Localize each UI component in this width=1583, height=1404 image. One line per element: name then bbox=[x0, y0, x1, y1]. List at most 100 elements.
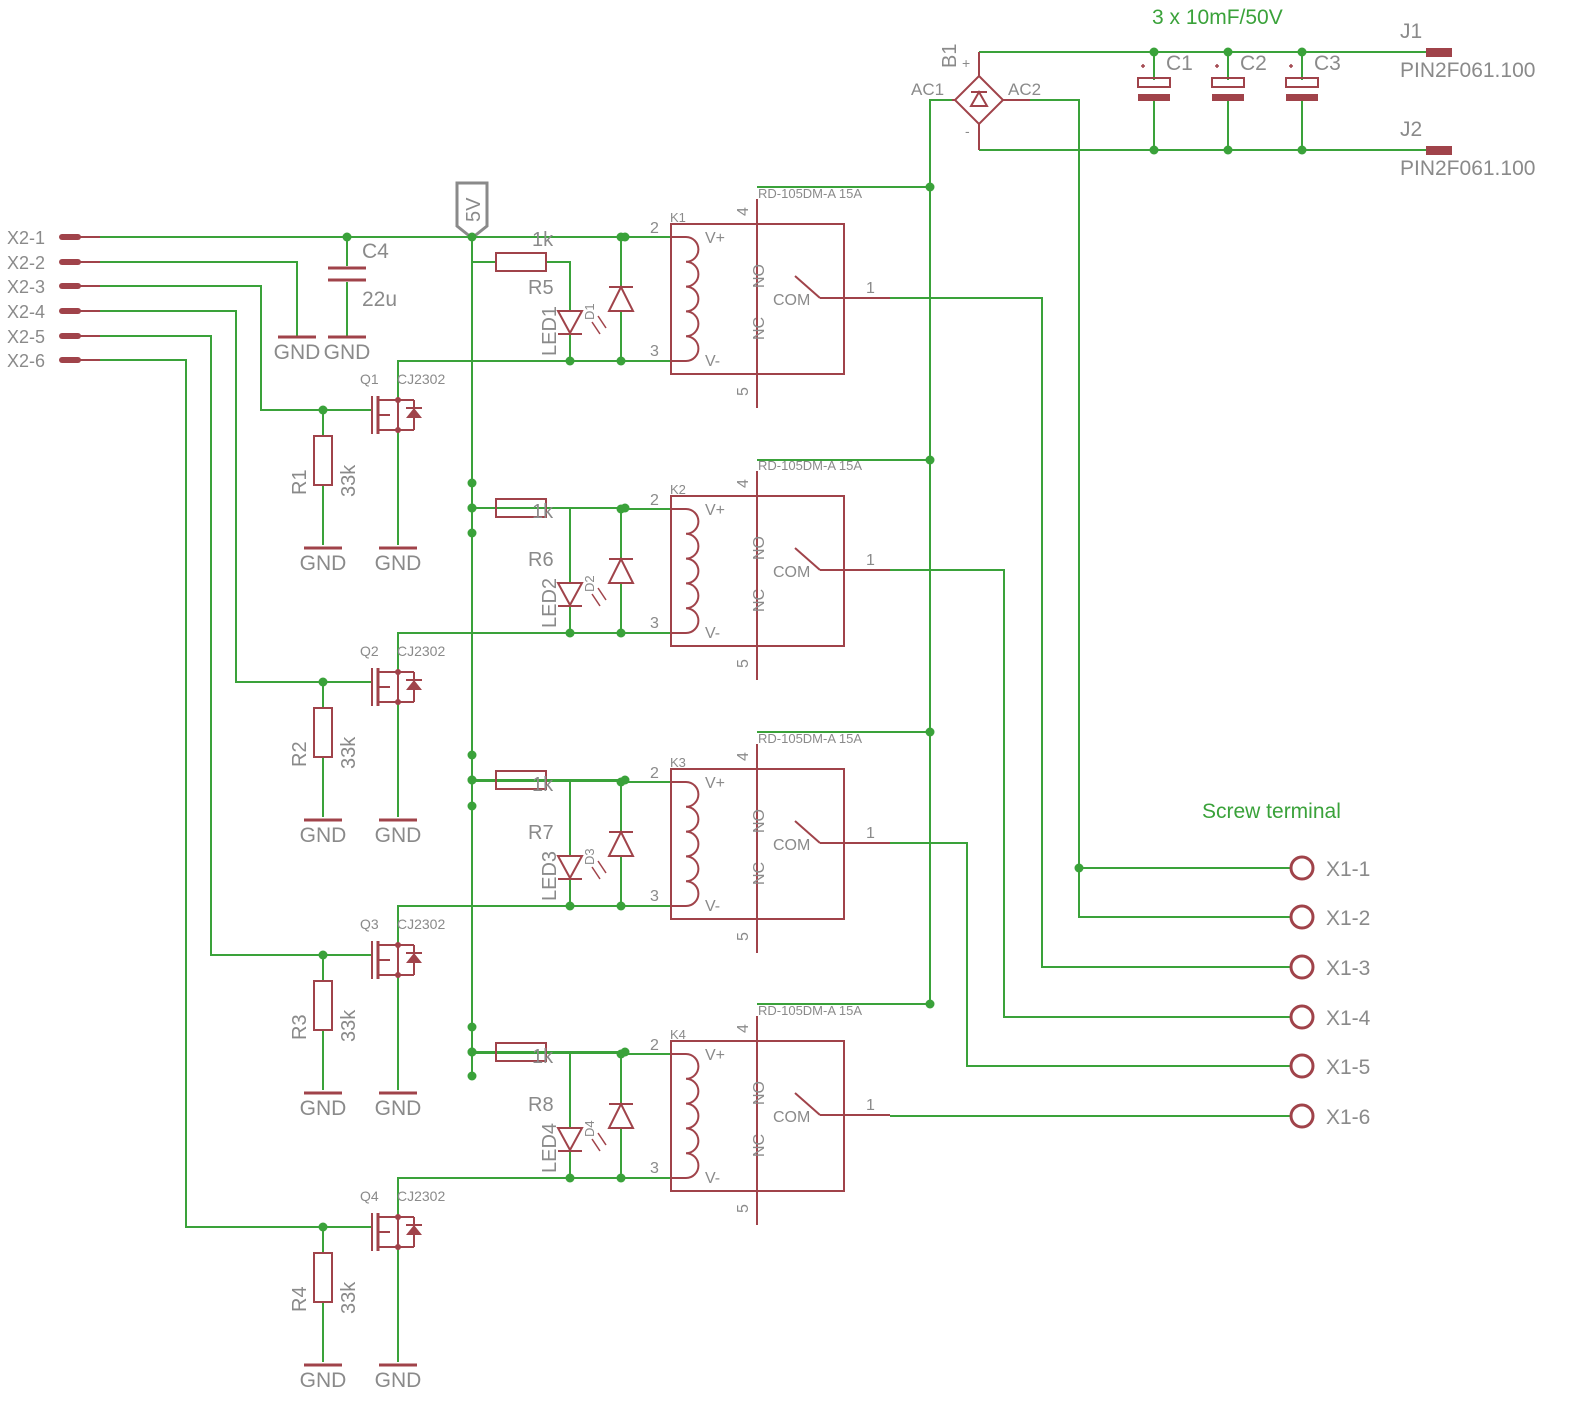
input-pin-label: X2-3 bbox=[7, 277, 45, 297]
screw-terminal-pin bbox=[1289, 954, 1315, 980]
junction-dot bbox=[565, 356, 575, 366]
mosfet-name: Q3 bbox=[360, 916, 379, 932]
junction-dot bbox=[318, 950, 328, 960]
ac2-wire bbox=[1030, 99, 1290, 918]
ground-label: GND bbox=[324, 341, 371, 364]
junction-dot bbox=[467, 232, 477, 242]
bridge-name: B1 bbox=[939, 44, 961, 68]
ground-label: GND bbox=[375, 824, 422, 847]
mosfet-symbol bbox=[371, 668, 422, 706]
junction-dot bbox=[620, 775, 630, 785]
led-body bbox=[556, 855, 584, 881]
jack-pin bbox=[1426, 146, 1452, 155]
drain-wire bbox=[397, 905, 625, 945]
relay-symbol bbox=[670, 1016, 890, 1225]
led-resistor bbox=[495, 1042, 547, 1062]
led-symbol bbox=[556, 582, 607, 608]
junction-dot bbox=[1149, 145, 1159, 155]
relay-name: K1 bbox=[670, 210, 686, 225]
junction-dot bbox=[565, 628, 575, 638]
led-resistor-value: 1k bbox=[532, 1046, 554, 1068]
cap-note: 3 x 10mF/50V bbox=[1152, 6, 1283, 29]
relay-coil bbox=[685, 508, 700, 634]
pulldown-name: R3 bbox=[289, 1014, 311, 1040]
mosfet-node bbox=[395, 1244, 401, 1250]
electrolytic-capacitor bbox=[1137, 64, 1171, 101]
output-pin-label: X1-3 bbox=[1326, 957, 1370, 980]
relay-no: NO bbox=[751, 1081, 768, 1105]
led-body bbox=[556, 582, 584, 608]
relay-symbol bbox=[670, 744, 890, 953]
relay-pin-4: 4 bbox=[735, 1024, 752, 1033]
cap-plus-plate bbox=[1137, 77, 1171, 88]
relay-no: NO bbox=[751, 809, 768, 833]
mosfet-node bbox=[395, 1214, 401, 1220]
pulldown-value: 33k bbox=[338, 1009, 360, 1042]
junction-dot bbox=[620, 503, 630, 513]
output-pin-label: X1-4 bbox=[1326, 1007, 1371, 1030]
led-resistor-name: R5 bbox=[528, 277, 554, 299]
relay-symbol bbox=[670, 471, 890, 680]
junction-dot bbox=[616, 628, 626, 638]
led-name: LED4 bbox=[539, 1123, 561, 1173]
led-body bbox=[556, 310, 584, 336]
gate-wire bbox=[100, 359, 372, 1228]
bridge-minus: - bbox=[965, 123, 970, 139]
diode-name-small: D3 bbox=[582, 848, 597, 865]
relay-nc: NC bbox=[751, 317, 768, 340]
relay-pin-5: 5 bbox=[735, 932, 752, 941]
mosfet-symbol bbox=[371, 941, 422, 979]
com-k2 bbox=[890, 569, 1290, 1018]
relay-com: COM bbox=[773, 1109, 810, 1126]
flyback-diode bbox=[607, 556, 635, 584]
relay-pin-1: 1 bbox=[866, 825, 875, 842]
relay-coil bbox=[685, 781, 700, 907]
electrolytic-capacitor bbox=[1285, 64, 1319, 101]
diode-body bbox=[607, 1101, 635, 1129]
symbols bbox=[59, 48, 1452, 1367]
mosfet-node bbox=[395, 942, 401, 948]
junction-dot bbox=[620, 1047, 630, 1057]
pulldown-name: R4 bbox=[289, 1286, 311, 1312]
mosfet-value: CJ2302 bbox=[397, 916, 445, 932]
relay-vplus: V+ bbox=[705, 775, 725, 792]
junction-dot bbox=[467, 801, 477, 811]
jack-value: PIN2F061.100 bbox=[1400, 59, 1535, 82]
relay-pin-5: 5 bbox=[735, 387, 752, 396]
mosfet-symbol bbox=[371, 1213, 422, 1251]
ground-label: GND bbox=[375, 1369, 422, 1392]
relay-com: COM bbox=[773, 564, 810, 581]
relay-symbol bbox=[670, 199, 890, 408]
jack-name: J2 bbox=[1400, 118, 1422, 141]
relay-vplus: V+ bbox=[705, 502, 725, 519]
contact-arm bbox=[794, 820, 821, 844]
resistor-body bbox=[495, 770, 547, 790]
ground-label: GND bbox=[274, 341, 321, 364]
mosfet-node bbox=[395, 699, 401, 705]
pulldown-resistor bbox=[313, 980, 333, 1031]
junctions bbox=[318, 47, 1307, 1232]
bridge-rectifier bbox=[952, 52, 1030, 150]
mosfet-value: CJ2302 bbox=[397, 1188, 445, 1204]
bridge-ac2: AC2 bbox=[1008, 80, 1041, 99]
led-arrow bbox=[591, 1138, 601, 1152]
relay-pin-4: 4 bbox=[735, 207, 752, 216]
relay-com: COM bbox=[773, 837, 810, 854]
cap-minus-plate bbox=[1212, 94, 1244, 101]
junction-dot bbox=[925, 999, 935, 1009]
junction-dot bbox=[616, 901, 626, 911]
junction-dot bbox=[342, 232, 352, 242]
mosfet-name: Q2 bbox=[360, 643, 379, 659]
relay-pin-1: 1 bbox=[866, 1097, 875, 1114]
ground-label: GND bbox=[300, 824, 347, 847]
led-resistor-name: R8 bbox=[528, 1094, 554, 1116]
relay-pin-2: 2 bbox=[650, 1037, 659, 1054]
screw-terminal-label: Screw terminal bbox=[1202, 800, 1341, 823]
junction-dot bbox=[467, 1047, 477, 1057]
flyback-diode bbox=[607, 1101, 635, 1129]
relay-vminus: V- bbox=[705, 898, 720, 915]
junction-dot bbox=[1149, 47, 1159, 57]
relay-vminus: V- bbox=[705, 353, 720, 370]
